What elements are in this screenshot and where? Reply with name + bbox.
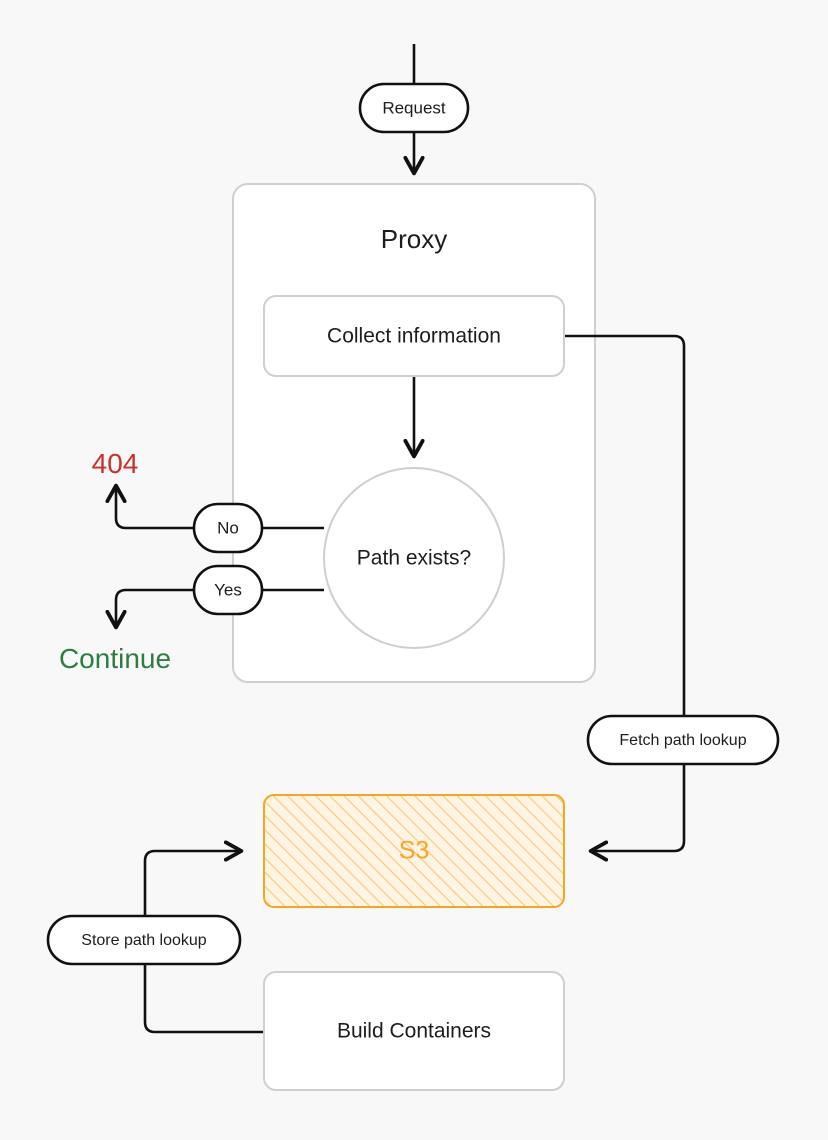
node-s3[interactable]: S3	[263, 794, 565, 908]
collect-information-label: Collect information	[327, 325, 501, 348]
node-branch-yes[interactable]: Yes	[192, 564, 264, 616]
node-store-path-lookup[interactable]: Store path lookup	[46, 914, 242, 966]
build-containers-label: Build Containers	[337, 1020, 491, 1043]
proxy-container-title: Proxy	[381, 224, 447, 254]
path-exists-circle-shape	[323, 467, 505, 649]
store-path-lookup-label: Store path lookup	[81, 932, 207, 949]
node-branch-no[interactable]: No	[192, 502, 264, 554]
path-exists-label: Path exists?	[357, 547, 471, 570]
fetch-path-lookup-label: Fetch path lookup	[619, 732, 746, 749]
branch-yes-pill-shape	[192, 564, 264, 616]
store-path-lookup-pill-shape	[46, 914, 242, 966]
node-fetch-path-lookup[interactable]: Fetch path lookup	[586, 714, 780, 766]
node-build-containers[interactable]: Build Containers	[263, 971, 565, 1091]
fetch-path-lookup-pill-shape	[586, 714, 780, 766]
request-label: Request	[382, 98, 446, 117]
s3-label: S3	[399, 837, 430, 865]
request-pill-shape	[358, 82, 470, 134]
collect-information-box-shape	[263, 295, 565, 377]
branch-no-label: No	[217, 518, 239, 537]
node-request[interactable]: Request	[358, 82, 470, 134]
terminal-continue-label: Continue	[59, 643, 171, 674]
node-collect-information[interactable]: Collect information	[263, 295, 565, 377]
edge-collect-to-s3-fetch	[564, 334, 686, 851]
build-containers-box-shape	[263, 971, 565, 1091]
node-path-exists-decision[interactable]: Path exists?	[323, 467, 505, 649]
edge-yes-to-continue	[116, 588, 194, 626]
branch-yes-label: Yes	[214, 580, 242, 599]
s3-box-shape	[263, 794, 565, 908]
terminal-404-label: 404	[92, 448, 139, 479]
branch-no-pill-shape	[192, 502, 264, 554]
edge-no-to-404	[116, 487, 194, 530]
